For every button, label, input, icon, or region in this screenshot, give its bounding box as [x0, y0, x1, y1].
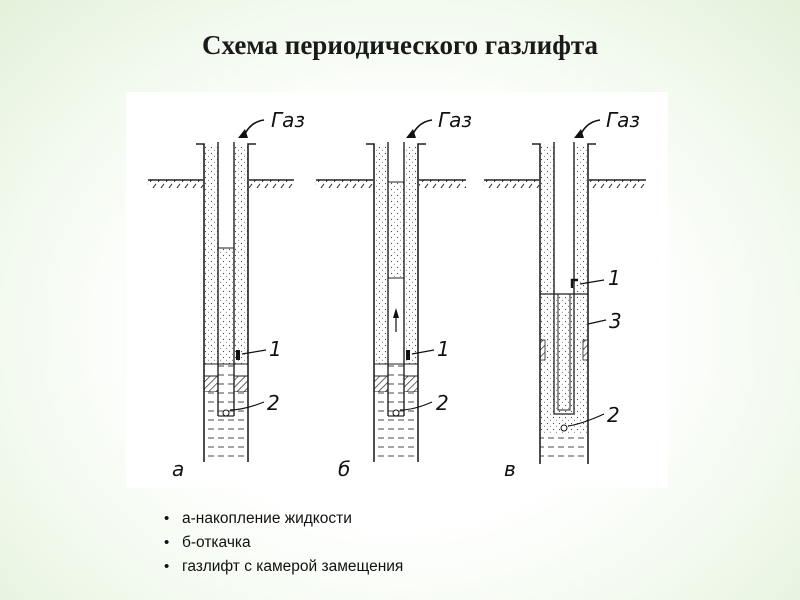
gas-arrow-icon: [579, 119, 601, 137]
gas-arrow-icon: [243, 119, 265, 137]
list-item: • газлифт с камерой замещения: [162, 555, 403, 579]
gaslift-diagram: Газ 1 2 а: [126, 92, 668, 488]
callout-c-3: 3: [609, 309, 622, 333]
callout-a-2: 2: [267, 391, 280, 415]
list-item: • а-накопление жидкости: [162, 507, 403, 531]
callout-a-1: 1: [269, 337, 282, 361]
panel-letter-b: б: [338, 457, 350, 481]
gas-lift-valve-icon: [236, 350, 240, 360]
panel-a: Газ 1 2 а: [148, 108, 305, 481]
panel-b: Газ 1 2 б: [316, 108, 472, 481]
gaslift-diagram-svg: Газ 1 2 а: [148, 108, 646, 481]
gas-lift-valve-icon: [570, 278, 578, 288]
flow-up-arrow-icon: [393, 308, 399, 318]
gas-lift-valve-icon: [406, 350, 410, 360]
legend-list: • а-накопление жидкости • б-откачка • газли…: [162, 507, 403, 579]
gas-label-a: Газ: [271, 108, 305, 132]
bullet-text: а-накопление жидкости: [182, 510, 352, 527]
gas-label-b: Газ: [438, 108, 472, 132]
list-item: • б-откачка: [162, 531, 403, 555]
gas-arrow-icon: [411, 119, 433, 137]
bullet-text: б-откачка: [182, 534, 251, 551]
ground-surface: [316, 179, 466, 188]
bullet-icon: •: [164, 534, 170, 551]
callout-b-1: 1: [437, 337, 450, 361]
bullet-icon: •: [164, 558, 170, 575]
check-valve-icon: [222, 409, 230, 417]
check-valve-icon: [392, 409, 400, 417]
gas-label-c: Газ: [606, 108, 640, 132]
ground-surface: [148, 179, 294, 188]
check-valve-icon: [560, 424, 568, 432]
panel-c: Газ 1 3 2 в: [484, 108, 646, 481]
slide-title: Схема периодического газлифта: [202, 30, 598, 60]
callout-b-2: 2: [436, 391, 449, 415]
panel-letter-a: а: [172, 457, 184, 481]
bullet-text: газлифт с камерой замещения: [182, 558, 404, 575]
callout-c-2: 2: [607, 403, 620, 427]
bullet-icon: •: [164, 510, 170, 527]
panel-letter-c: в: [504, 457, 516, 481]
callout-c-1: 1: [608, 266, 621, 290]
ground-surface: [484, 179, 646, 188]
